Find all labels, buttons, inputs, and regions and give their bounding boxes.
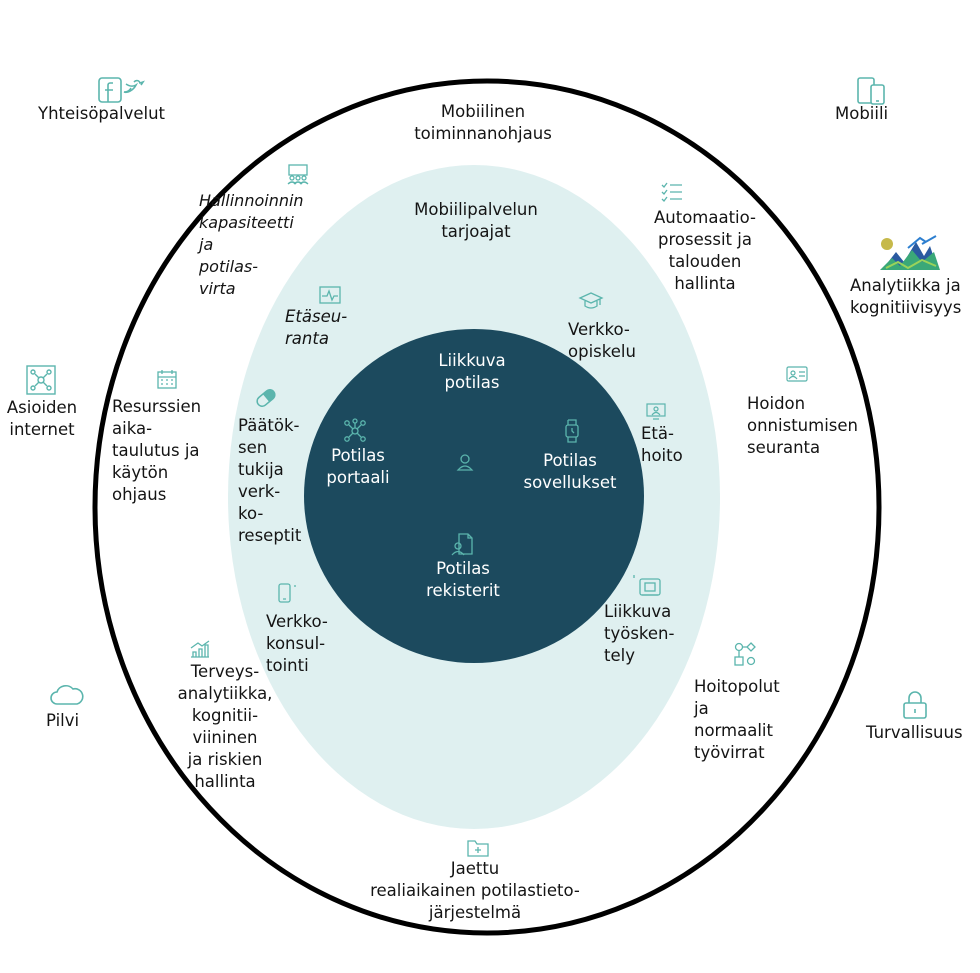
label-mobile-management: Mobiilinen toiminnanohjaus	[414, 102, 552, 143]
label-resources: Resurssien aika- taulutus ja käytön ohja…	[112, 397, 202, 504]
iot-network-icon	[26, 365, 56, 395]
mobile-devices-icon	[856, 76, 888, 106]
inner-circle	[304, 329, 644, 663]
calendar-icon	[156, 368, 178, 390]
label-telecare: Etä- hoito	[641, 424, 683, 465]
lock-icon	[902, 690, 928, 720]
graduation-cap-icon	[578, 290, 604, 312]
label-care-tracking: Hoidon onnistumisen seuranta	[747, 394, 858, 457]
label-care-paths: Hoitopolut ja normaalit työvirrat	[694, 677, 780, 762]
label-capacity: Hallinnoinnin kapasiteetti ja potilas- v…	[199, 191, 304, 298]
label-mobile-patient: Liikkuva potilas	[438, 351, 506, 392]
label-decision-support: Päätök- sen tukija verk- ko- reseptit	[238, 416, 302, 545]
capacity-people-icon	[286, 163, 310, 185]
mobile-work-icon	[630, 573, 662, 597]
cloud-icon	[50, 684, 84, 706]
label-social: Yhteisöpalvelut	[38, 104, 166, 123]
label-mobile-work: Liikkuva työsken- tely	[604, 602, 675, 665]
smartwatch-icon	[560, 418, 584, 444]
network-hub-icon	[342, 418, 368, 444]
workflow-icon	[733, 641, 757, 667]
label-automation: Automaatio- prosessit ja talouden hallin…	[653, 208, 756, 293]
label-iot: Asioiden internet	[6, 398, 78, 439]
folder-plus-icon	[466, 838, 490, 858]
social-media-icon	[96, 75, 148, 105]
label-security: Turvallisuus	[866, 723, 963, 742]
checklist-icon	[660, 181, 684, 203]
growth-chart-icon	[189, 639, 211, 659]
label-portal: Potilas portaali	[326, 446, 390, 487]
analytics-image-icon	[878, 232, 940, 272]
label-cloud: Pilvi	[46, 711, 80, 730]
label-consultation: Verkko- konsul- tointi	[266, 612, 328, 675]
label-mobile: Mobiili	[835, 104, 889, 123]
label-shared-system: Jaettu realiaikainen potilastieto- järje…	[370, 859, 580, 922]
label-apps: Potilas sovellukset	[523, 451, 617, 492]
telecare-screen-icon	[645, 402, 667, 420]
label-health-analytics: Terveys- analytiikka, kognitii- viininen…	[177, 662, 273, 791]
pill-icon	[254, 387, 278, 409]
person-icon	[455, 452, 475, 472]
document-person-icon	[451, 532, 475, 556]
heartbeat-monitor-icon	[318, 285, 342, 305]
label-analytics: Analytiikka ja kognitiivisyys	[850, 276, 962, 317]
label-provider: Mobiilipalvelun tarjoajat	[414, 200, 538, 241]
label-online-learning: Verkko- opiskelu	[568, 320, 636, 361]
label-remote-monitoring: Etäseu- ranta	[285, 307, 348, 348]
smartphone-icon	[275, 582, 301, 604]
id-card-icon	[786, 366, 808, 382]
label-records: Potilas rekisterit	[426, 559, 500, 600]
